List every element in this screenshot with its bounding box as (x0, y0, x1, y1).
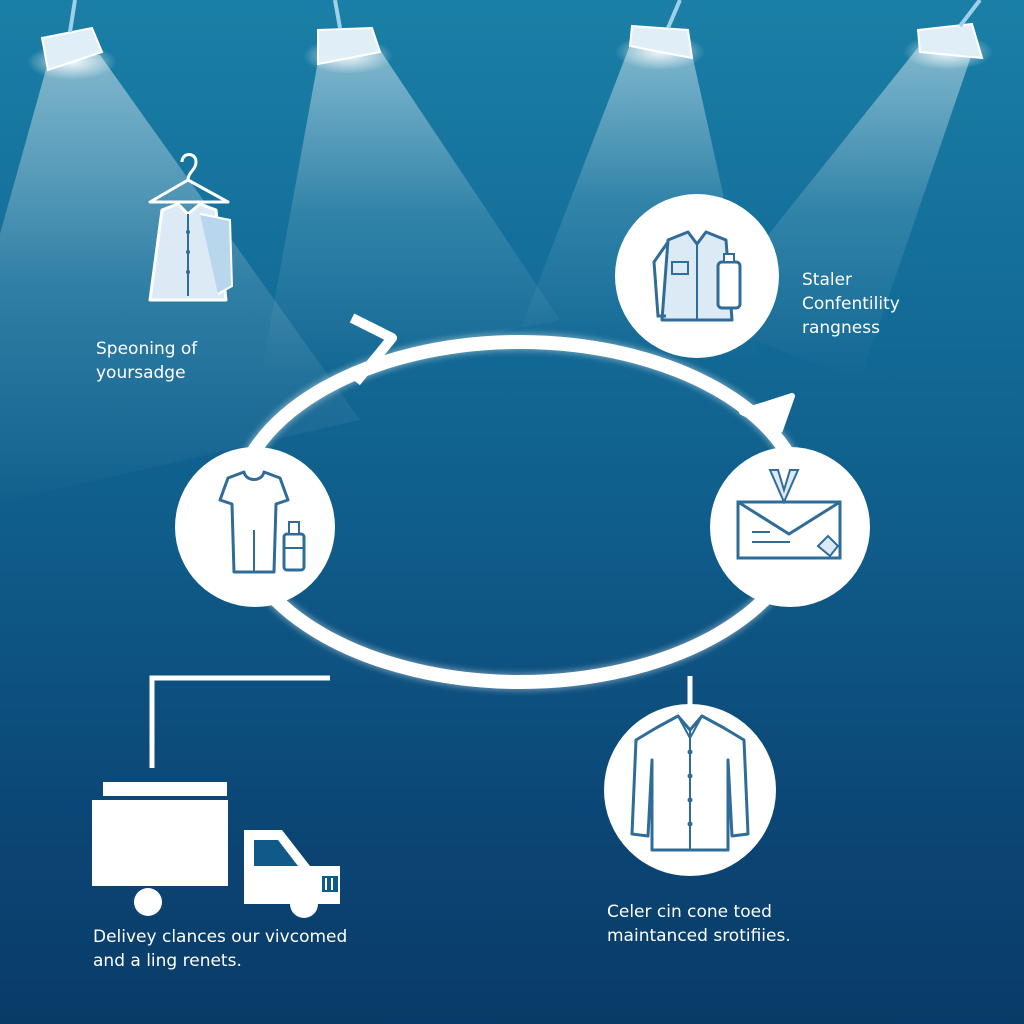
spotlight-4 (903, 0, 993, 70)
loop-arrow-right (739, 393, 795, 433)
envelope-node (710, 447, 870, 607)
caption-line: Staler (802, 270, 853, 290)
hanger-shirt-icon (148, 153, 234, 302)
tshirt-bottle-icon (218, 470, 306, 574)
shirt-icon (630, 714, 750, 852)
spotlight-1 (27, 0, 117, 80)
caption-maintenance: Celer cin cone toed maintanced srotifiie… (607, 900, 791, 948)
caption-line: Confentility (802, 294, 900, 314)
tshirt-bottle-node (175, 447, 335, 607)
loop-arrow-top (349, 313, 397, 386)
envelope-icon (736, 469, 842, 560)
shirt-node (604, 704, 776, 876)
caption-line: rangness (802, 318, 880, 338)
delivery-truck-icon (92, 782, 340, 918)
caption-line: and a ling renets. (93, 951, 242, 971)
caption-line: Celer cin cone toed (607, 902, 772, 922)
caption-line: Delivey clances our vivcomed (93, 927, 348, 947)
caption-line: maintanced srotifiies. (607, 926, 791, 946)
connector-truck (149, 675, 330, 768)
caption-line: Speoning of (96, 339, 198, 359)
caption-confidentiality: Staler Confentility rangness (802, 268, 900, 340)
caption-delivery: Delivey clances our vivcomed and a ling … (93, 925, 347, 973)
caption-line: yoursadge (96, 363, 186, 383)
caption-styling: Speoning of yoursadge (96, 337, 197, 385)
spotlight-3 (615, 0, 705, 70)
spotlight-2 (303, 0, 393, 74)
jacket-bottle-node (615, 194, 779, 358)
jacket-bottle-icon (652, 230, 742, 322)
